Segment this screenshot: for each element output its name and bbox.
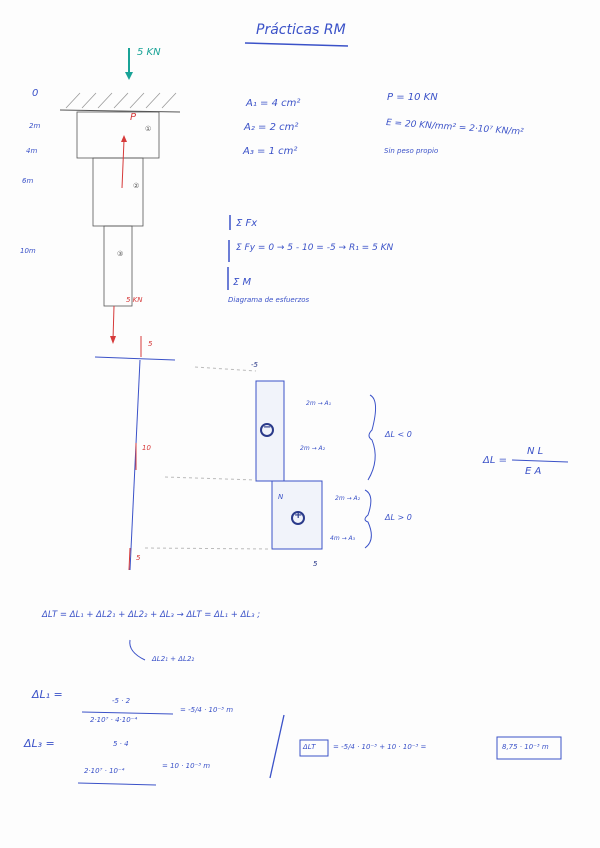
position-0: 0 bbox=[32, 88, 39, 99]
own-weight-note: Sin peso propio bbox=[384, 147, 439, 155]
section-mark-1: ① bbox=[145, 125, 152, 133]
axial-top-force: 5 bbox=[148, 340, 153, 348]
positive-sign: + bbox=[294, 510, 303, 521]
negative-sign: − bbox=[263, 422, 272, 433]
top-load-label: 5 KN bbox=[137, 47, 161, 58]
total-elongation-equation: ΔLT = ΔL₁ + ΔL2₁ + ΔL2₂ + ΔL₃ → ΔLT = ΔL… bbox=[42, 610, 261, 620]
pos-value: 5 bbox=[313, 560, 318, 568]
page-title: Prácticas RM bbox=[256, 22, 346, 38]
dl3-result: = 10 · 10⁻³ m bbox=[162, 762, 211, 770]
dl3-left: ΔL₃ = bbox=[24, 737, 55, 750]
segment-1: 2m → A₁ bbox=[306, 400, 332, 407]
sum-m: Σ M bbox=[233, 277, 252, 288]
segment-4: 4m → A₃ bbox=[330, 535, 356, 542]
dl1-result: = -5/4 · 10⁻³ m bbox=[180, 706, 234, 714]
section-2-note: ΔL2₁ + ΔL2₂ bbox=[152, 655, 195, 663]
sum-fy: Σ Fy = 0 → 5 - 10 = -5 → R₁ = 5 KN bbox=[236, 243, 394, 253]
area-3: A₃ = 1 cm² bbox=[243, 146, 298, 157]
sum-fx: Σ Fx bbox=[236, 218, 258, 229]
neg-value: -5 bbox=[251, 361, 258, 369]
dl1-denominator: 2·10⁷ · 4·10⁻⁴ bbox=[90, 716, 138, 724]
dl-negative: ΔL < 0 bbox=[385, 430, 412, 439]
load-p: P = 10 KN bbox=[387, 92, 438, 103]
dl1-numerator: -5 · 2 bbox=[112, 697, 131, 705]
formula-left: ΔL = bbox=[483, 455, 507, 466]
result-value: 8,75 · 10⁻³ m bbox=[502, 743, 549, 751]
dl3-numerator: 5 · 4 bbox=[113, 740, 129, 748]
result-label: ΔLT bbox=[303, 743, 316, 751]
position-4m: 4m bbox=[26, 147, 38, 155]
axial-bottom-force: 5 bbox=[136, 554, 141, 562]
dl1-left: ΔL₁ = bbox=[32, 688, 63, 701]
segment-2: 2m → A₂ bbox=[300, 445, 326, 452]
p-label: P bbox=[130, 112, 137, 123]
position-10m: 10m bbox=[20, 247, 36, 255]
dl-positive: ΔL > 0 bbox=[385, 513, 412, 522]
area-2: A₂ = 2 cm² bbox=[244, 122, 299, 133]
section-mark-2: ② bbox=[133, 182, 140, 190]
bottom-load-label: 5 KN bbox=[126, 296, 143, 304]
formula-numerator: N L bbox=[527, 446, 544, 457]
position-2m: 2m bbox=[29, 122, 41, 130]
n-label: N bbox=[278, 493, 284, 501]
area-1: A₁ = 4 cm² bbox=[246, 98, 301, 109]
dl3-denominator: 2·10⁷ · 10⁻⁴ bbox=[84, 767, 125, 775]
result-expression: = -5/4 · 10⁻³ + 10 · 10⁻³ = bbox=[333, 743, 427, 751]
axial-diagram-heading: Diagrama de esfuerzos bbox=[228, 296, 310, 304]
section-mark-3: ③ bbox=[117, 250, 124, 258]
axial-mid-force: 10 bbox=[142, 444, 151, 452]
formula-denominator: E A bbox=[525, 466, 542, 477]
position-6m: 6m bbox=[22, 177, 34, 185]
segment-3: 2m → A₂ bbox=[335, 495, 361, 502]
